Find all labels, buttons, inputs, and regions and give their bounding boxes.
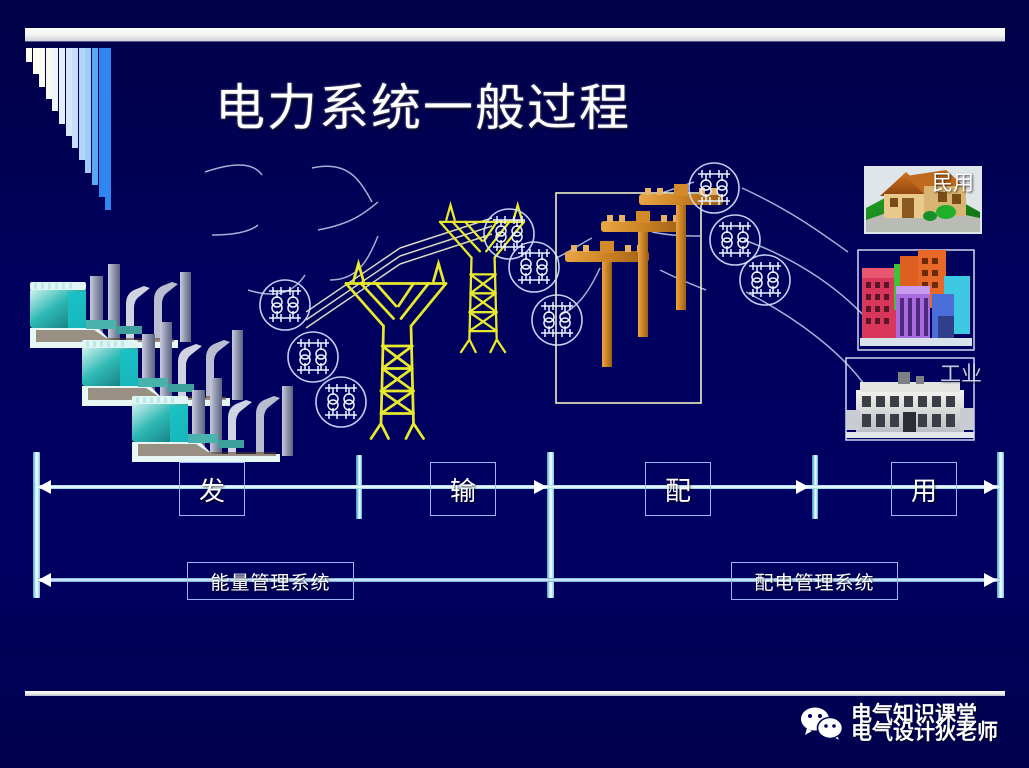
page-title: 电力系统一般过程 [215, 79, 631, 137]
stage-arrow-right [984, 480, 997, 494]
substation-symbol [259, 279, 311, 331]
watermark-line-2: 电气设计狄老师 [851, 720, 998, 745]
decorative-keys-graphic [26, 48, 201, 223]
system-label-ems: 能量管理系统 [210, 571, 331, 594]
stage-label-utilization: 用 [910, 476, 937, 507]
stage-label-generation: 发 [198, 476, 225, 507]
stage-arrow-mid-3r [796, 480, 809, 494]
substation-symbol [531, 294, 583, 346]
decorative-key-bar [52, 48, 59, 112]
decorative-key-bar [32, 48, 39, 75]
utility-pole [601, 211, 685, 337]
system-box-dms[interactable]: 配电管理系统 [731, 562, 898, 600]
caption-industrial: 工业 [940, 362, 982, 386]
watermark: 电气知识课堂 电气设计狄老师 [800, 702, 998, 745]
decorative-key-bar [85, 48, 92, 173]
system-arrow-right [984, 573, 997, 587]
decorative-key-bar [78, 48, 85, 161]
wechat-icon [801, 707, 844, 741]
decorative-key-bar [92, 48, 98, 185]
stage-box-utilization[interactable]: 用 [891, 462, 957, 516]
stage-arrow-mid-2r [534, 480, 547, 494]
stage-arrow-left [38, 480, 51, 494]
top-divider-rule [25, 28, 1005, 41]
commercial-building-graphic [845, 357, 975, 441]
stage-box-distribution[interactable]: 配 [645, 462, 711, 516]
power-system-illustration [30, 162, 982, 462]
decorative-key-bar [39, 48, 46, 87]
boundary-bar-right [997, 452, 1004, 598]
utility-pole [565, 241, 649, 367]
substation-symbol [508, 241, 560, 293]
substation-symbol [739, 254, 791, 306]
substation-symbol [315, 376, 367, 428]
power-plant-unit-3 [132, 378, 293, 462]
decorative-key-bar [105, 48, 112, 210]
watermark-line-1: 电气知识课堂 [851, 702, 977, 726]
stage-box-generation[interactable]: 发 [179, 462, 245, 516]
boundary-bar-left [33, 452, 40, 598]
decorative-key-bar [72, 48, 79, 149]
stage-label-transmission: 输 [449, 476, 476, 507]
decorative-key-bar [65, 48, 72, 136]
decorative-key-bar [59, 48, 65, 124]
boundary-bar-middle [547, 452, 554, 598]
decorative-key-bar [98, 48, 105, 198]
system-flow-line [38, 578, 1000, 582]
system-label-dms: 配电管理系统 [754, 571, 875, 594]
industrial-plants-graphic [857, 249, 975, 351]
residential-house-graphic [864, 166, 982, 234]
system-box-ems[interactable]: 能量管理系统 [187, 562, 354, 600]
distribution-area-outline [555, 192, 702, 404]
system-arrow-left [38, 573, 51, 587]
stage-flow-line [38, 485, 1000, 489]
decorative-key-bar [26, 48, 32, 62]
stage-box-transmission[interactable]: 输 [430, 462, 496, 516]
caption-residential: 民用 [932, 171, 974, 195]
substation-symbol [287, 331, 339, 383]
stage-label-distribution: 配 [664, 476, 691, 507]
bottom-divider-rule [25, 691, 1005, 696]
decorative-key-bar [45, 48, 52, 99]
